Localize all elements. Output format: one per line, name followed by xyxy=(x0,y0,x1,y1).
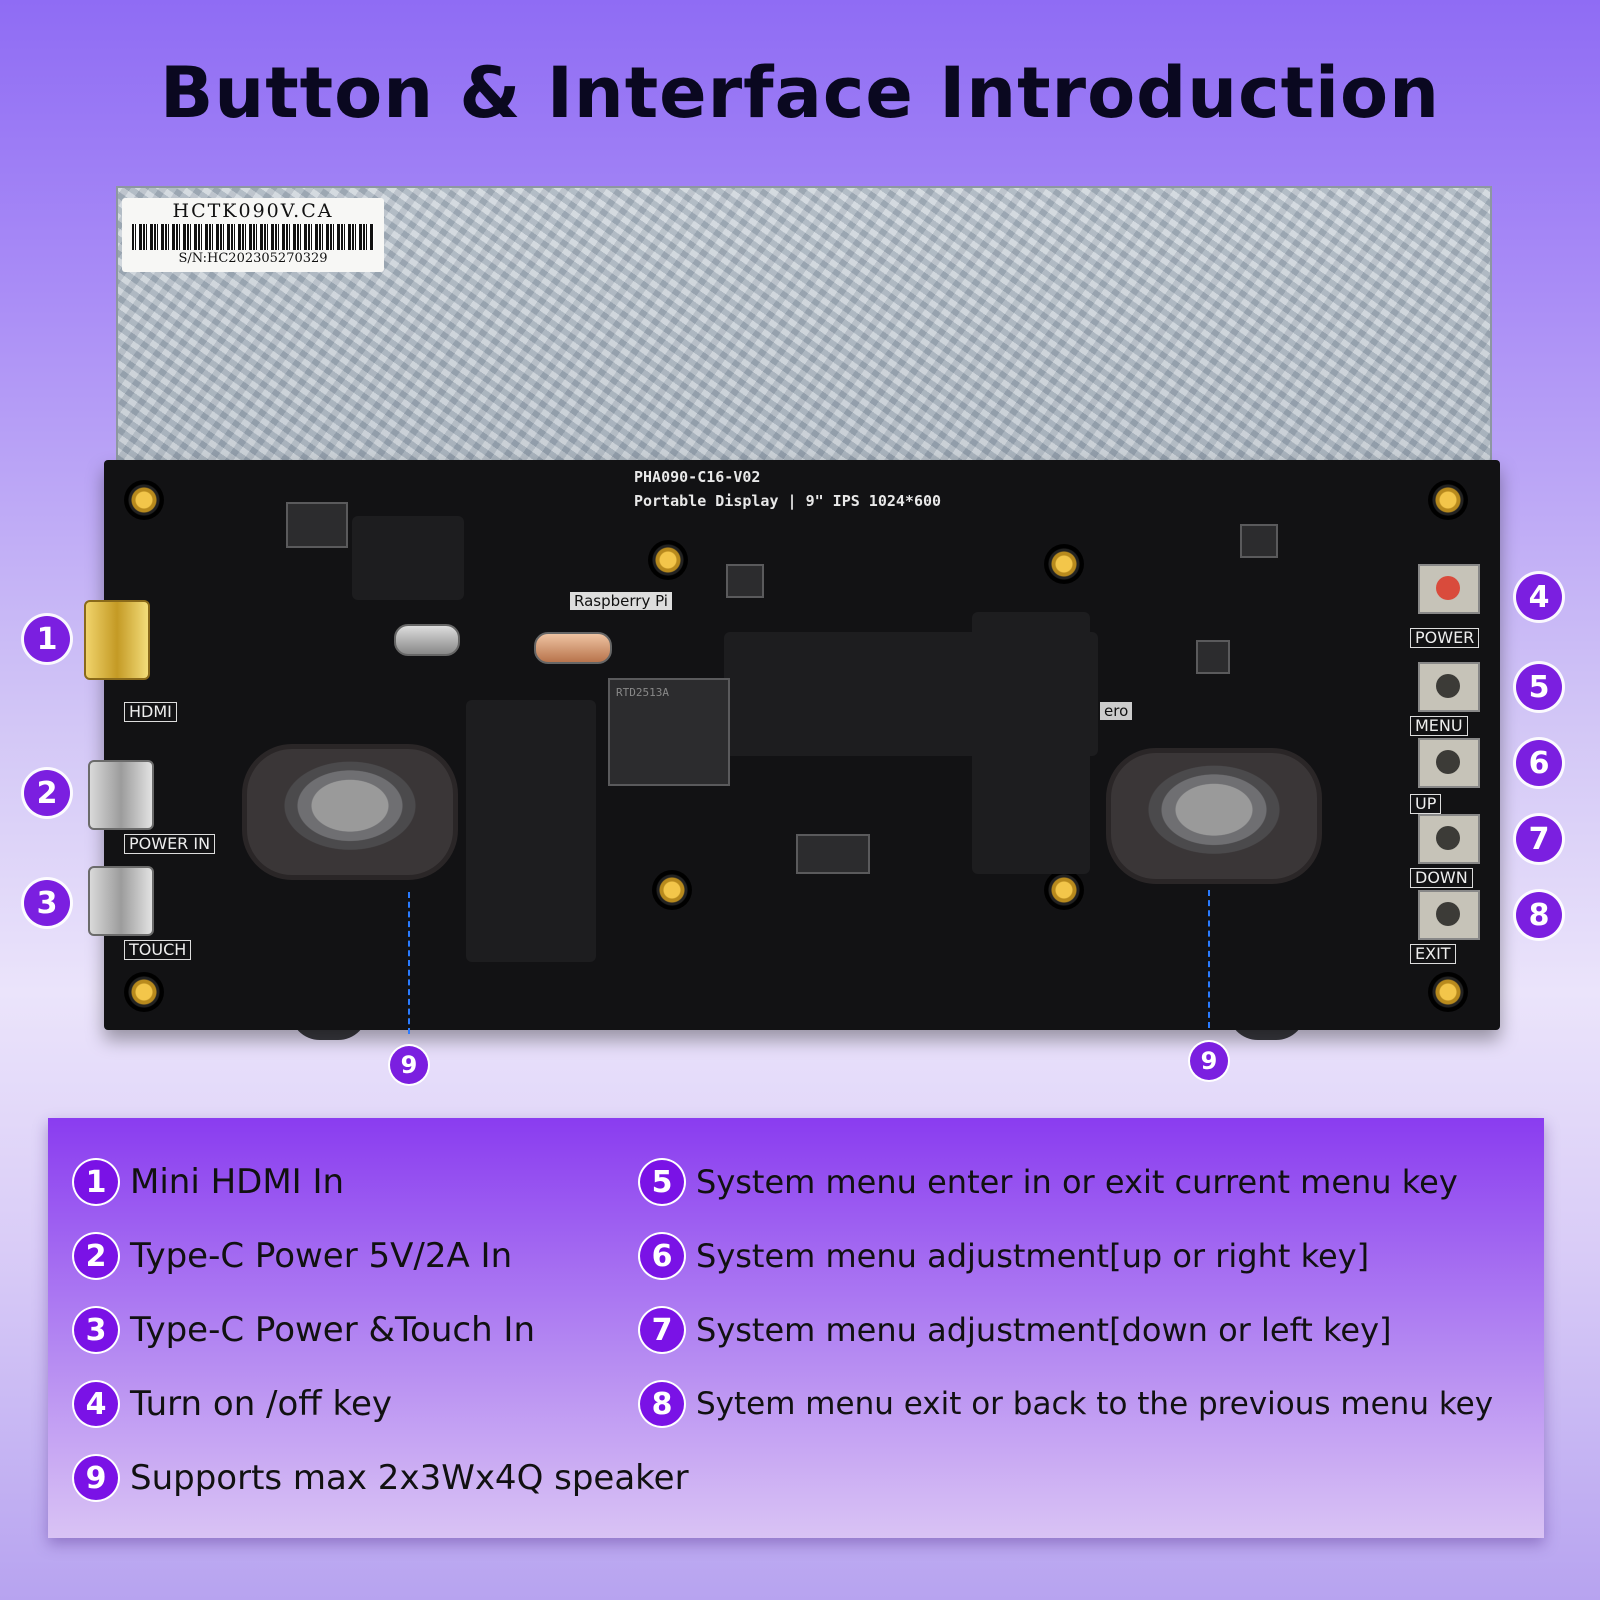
ic-chip xyxy=(1196,640,1230,674)
board-spec-text: Portable Display | 9" IPS 1024*600 xyxy=(634,492,942,510)
legend-item: 9 Supports max 2x3Wx4Q speaker xyxy=(74,1456,689,1500)
callout-badge-8: 8 xyxy=(1516,892,1562,938)
ic-chip xyxy=(1240,524,1278,558)
crystal-oscillator xyxy=(534,632,612,664)
type-c-touch-port xyxy=(88,866,154,936)
legend-item: 5 System menu enter in or exit current m… xyxy=(640,1160,1458,1204)
legend-text: Type-C Power &Touch In xyxy=(130,1310,535,1350)
power-button[interactable] xyxy=(1418,564,1480,614)
screw-icon xyxy=(652,870,692,910)
screw-icon xyxy=(648,540,688,580)
page-title: Button & Interface Introduction xyxy=(160,52,1440,134)
legend-text: Type-C Power 5V/2A In xyxy=(130,1236,513,1276)
legend-text: Mini HDMI In xyxy=(130,1162,345,1202)
insulating-tape xyxy=(466,700,596,962)
power-in-label: POWER IN xyxy=(124,834,216,854)
callout-badge-9-right: 9 xyxy=(1190,1042,1228,1080)
screw-icon xyxy=(1044,870,1084,910)
screw-icon xyxy=(124,972,164,1012)
legend-number: 8 xyxy=(640,1382,684,1426)
type-c-power-port xyxy=(88,760,154,830)
mini-hdmi-port xyxy=(84,600,150,680)
up-button-label: UP xyxy=(1410,794,1442,814)
speaker-right xyxy=(1106,748,1322,884)
legend-item: 7 System menu adjustment[down or left ke… xyxy=(640,1308,1392,1352)
ic-chip xyxy=(726,564,764,598)
callout-badge-6: 6 xyxy=(1516,740,1562,786)
up-button[interactable] xyxy=(1418,738,1480,788)
main-chip: RTD2513A xyxy=(608,678,730,786)
legend-number: 4 xyxy=(74,1382,118,1426)
legend-number: 7 xyxy=(640,1308,684,1352)
power-button-label: POWER xyxy=(1410,628,1480,648)
serial-sticker: HCTK090V.CA S/N:HC202305270329 xyxy=(122,198,384,272)
legend-number: 2 xyxy=(74,1234,118,1278)
speaker-left xyxy=(242,744,458,880)
barcode-graphic xyxy=(132,224,374,250)
legend-item: 8 Sytem menu exit or back to the previou… xyxy=(640,1382,1493,1426)
hdmi-label: HDMI xyxy=(124,702,177,722)
menu-button-label: MENU xyxy=(1410,716,1468,736)
down-button-label: DOWN xyxy=(1410,868,1473,888)
board-model-text: PHA090-C16-V02 xyxy=(634,468,761,486)
legend-item: 6 System menu adjustment[up or right key… xyxy=(640,1234,1369,1278)
callout-badge-4: 4 xyxy=(1516,574,1562,620)
down-button[interactable] xyxy=(1418,814,1480,864)
screw-icon xyxy=(1428,972,1468,1012)
legend-item: 4 Turn on /off key xyxy=(74,1382,392,1426)
legend-text: System menu enter in or exit current men… xyxy=(696,1163,1458,1201)
legend-number: 3 xyxy=(74,1308,118,1352)
callout-badge-1: 1 xyxy=(24,616,70,662)
legend-text: Turn on /off key xyxy=(130,1384,393,1424)
ic-chip xyxy=(286,502,348,548)
callout-line xyxy=(408,892,410,1034)
callout-badge-3: 3 xyxy=(24,880,70,926)
zero-label: ero xyxy=(1100,702,1133,720)
screw-icon xyxy=(1428,480,1468,520)
legend-text: System menu adjustment[up or right key] xyxy=(696,1237,1370,1275)
legend-text: Supports max 2x3Wx4Q speaker xyxy=(130,1458,689,1498)
legend-number: 9 xyxy=(74,1456,118,1500)
callout-badge-9-left: 9 xyxy=(390,1046,428,1084)
callout-badge-2: 2 xyxy=(24,770,70,816)
raspberry-pi-label: Raspberry Pi xyxy=(570,592,672,610)
legend-number: 6 xyxy=(640,1234,684,1278)
callout-badge-7: 7 xyxy=(1516,816,1562,862)
exit-button[interactable] xyxy=(1418,890,1480,940)
legend-panel xyxy=(48,1118,1544,1538)
callout-line xyxy=(1208,890,1210,1028)
legend-number: 1 xyxy=(74,1160,118,1204)
legend-item: 2 Type-C Power 5V/2A In xyxy=(74,1234,512,1278)
insulating-tape xyxy=(972,612,1090,874)
legend-text: Sytem menu exit or back to the previous … xyxy=(696,1386,1494,1422)
ic-chip xyxy=(796,834,870,874)
legend-number: 5 xyxy=(640,1160,684,1204)
screw-icon xyxy=(124,480,164,520)
callout-badge-5: 5 xyxy=(1516,664,1562,710)
touch-label: TOUCH xyxy=(124,940,192,960)
chip-label: RTD2513A xyxy=(616,686,669,699)
crystal-oscillator xyxy=(394,624,460,656)
menu-button[interactable] xyxy=(1418,662,1480,712)
legend-item: 1 Mini HDMI In xyxy=(74,1160,344,1204)
legend-text: System menu adjustment[down or left key] xyxy=(696,1311,1392,1349)
sticker-serial: S/N:HC202305270329 xyxy=(178,251,328,266)
legend-item: 3 Type-C Power &Touch In xyxy=(74,1308,535,1352)
insulating-tape xyxy=(352,516,464,600)
exit-button-label: EXIT xyxy=(1410,944,1456,964)
sticker-model: HCTK090V.CA xyxy=(172,200,334,222)
screw-icon xyxy=(1044,544,1084,584)
